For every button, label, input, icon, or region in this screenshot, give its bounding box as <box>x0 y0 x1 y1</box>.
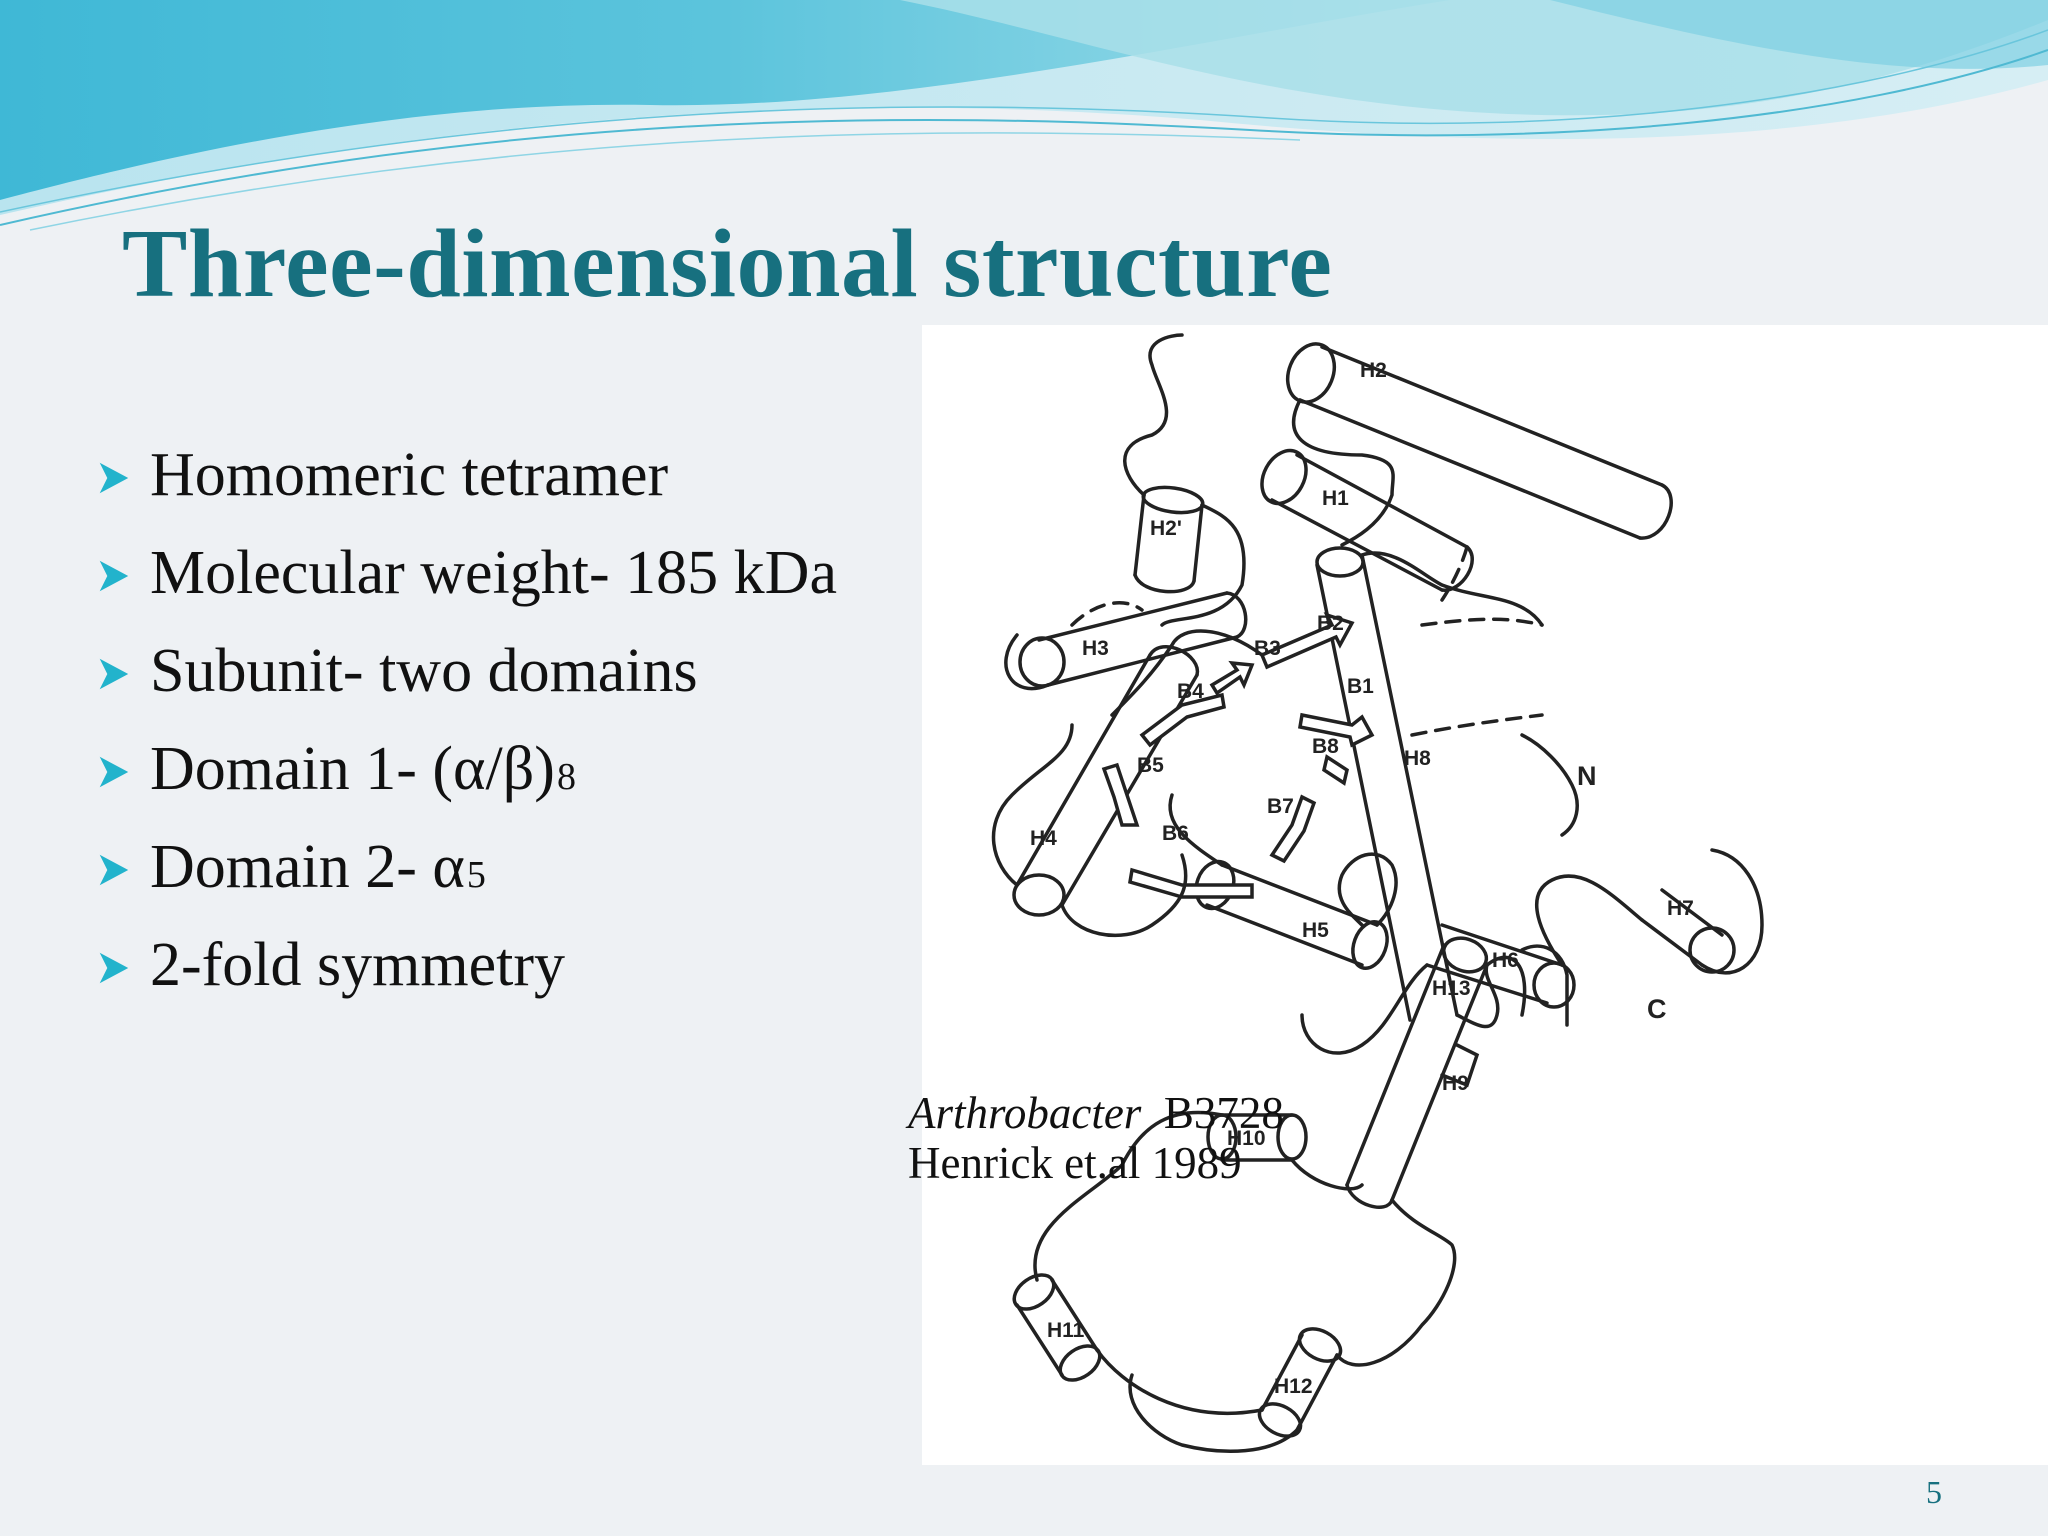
loops <box>991 333 1764 1453</box>
label-H11: H11 <box>1047 1319 1085 1342</box>
strand-labels: B1 B2 B3 B4 B5 B6 B7 B8 <box>1137 612 1374 845</box>
label-H8: H8 <box>1404 747 1431 770</box>
label-B1: B1 <box>1347 675 1374 698</box>
arrow-bullet-icon <box>94 440 150 511</box>
label-H12: H12 <box>1274 1375 1313 1398</box>
helix-H10: H10 <box>1206 1113 1308 1162</box>
bullet-item: Subunit- two domains <box>94 636 837 734</box>
helix-H2: H2 <box>1285 342 1673 540</box>
bullet-text: Domain 1- (α/β) <box>150 735 555 803</box>
bullet-item: 2-fold symmetry <box>94 930 837 1028</box>
bullet-text: Molecular weight- 185 kDa <box>150 539 837 607</box>
caption-organism: Arthrobacter <box>908 1088 1142 1138</box>
helix-H9: H9 <box>1440 1043 1480 1095</box>
helix-H13: H13 <box>1345 936 1489 1209</box>
caption-strain: B3728 <box>1163 1088 1284 1138</box>
label-H7: H7 <box>1667 897 1694 920</box>
label-B5: B5 <box>1137 754 1164 777</box>
label-H5: H5 <box>1302 919 1329 942</box>
bullet-text: Homomeric tetramer <box>150 441 669 509</box>
bullet-list: Homomeric tetramer Molecular weight- 185… <box>94 440 837 1028</box>
label-H3: H3 <box>1082 637 1109 660</box>
label-C-terminus: C <box>1647 994 1667 1024</box>
bullet-item: Homomeric tetramer <box>94 440 837 538</box>
label-H13: H13 <box>1432 977 1471 1000</box>
bullet-item: Domain 1- (α/β)8 <box>94 734 837 832</box>
label-B8: B8 <box>1312 735 1339 758</box>
label-B6: B6 <box>1162 822 1189 845</box>
caption-citation: Henrick et.al 1989 <box>908 1138 1242 1189</box>
bullet-text: Domain 2- α <box>150 833 465 901</box>
page-number: 5 <box>1926 1474 1942 1510</box>
strands <box>1101 612 1375 899</box>
label-B4: B4 <box>1177 680 1204 703</box>
slide-title: Three-dimensional structure <box>122 210 1333 318</box>
arrow-bullet-icon <box>94 832 150 903</box>
helix-H12: H12 <box>1257 1327 1343 1438</box>
bullet-text: Subunit- two domains <box>150 637 698 705</box>
bullet-subscript: 8 <box>556 756 576 798</box>
helix-H3: H3 <box>1018 591 1248 688</box>
label-H9: H9 <box>1442 1072 1469 1095</box>
header-wave <box>0 0 2048 231</box>
helix-H5: H5 <box>1194 859 1389 970</box>
label-H2-prime: H2' <box>1150 517 1182 540</box>
label-B3: B3 <box>1254 637 1281 660</box>
dashed-loops <box>1070 545 1544 737</box>
protein-structure-diagram: H2 H2' H1 H3 H4 H5 H6 <box>922 325 2048 1465</box>
bullet-text: 2-fold symmetry <box>150 931 565 999</box>
label-H1: H1 <box>1322 487 1349 510</box>
terminus-labels: N C <box>1577 761 1667 1024</box>
label-H4: H4 <box>1030 827 1057 850</box>
helix-H7: H7 <box>1640 888 1736 974</box>
figure-caption: Arthrobacter B3728 Henrick et.al 1989 <box>908 1088 1284 1189</box>
arrow-bullet-icon <box>94 930 150 1001</box>
helix-H11: H11 <box>1012 1273 1102 1382</box>
label-H6: H6 <box>1492 949 1519 972</box>
label-B2: B2 <box>1317 612 1344 635</box>
label-B7: B7 <box>1267 795 1294 818</box>
bullet-item: Molecular weight- 185 kDa <box>94 538 837 636</box>
label-H2: H2 <box>1360 359 1387 382</box>
c-terminus-tail <box>1520 944 1569 1027</box>
helix-H8: H8 <box>1315 546 1459 1022</box>
bullet-subscript: 5 <box>466 854 486 896</box>
arrow-bullet-icon <box>94 734 150 805</box>
arrow-bullet-icon <box>94 636 150 707</box>
label-N-terminus: N <box>1577 761 1597 791</box>
helix-H2-prime: H2' <box>1133 485 1205 594</box>
arrow-bullet-icon <box>94 538 150 609</box>
label-H10: H10 <box>1227 1127 1266 1150</box>
